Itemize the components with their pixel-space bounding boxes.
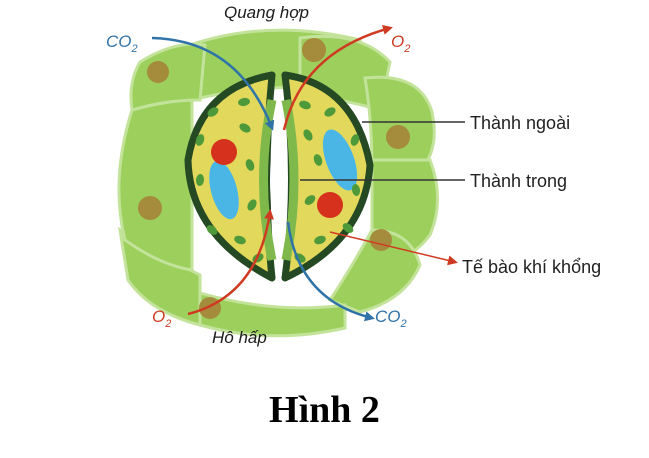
stomatal-pore	[270, 118, 286, 242]
o2-out-label: O2	[391, 32, 410, 55]
nucleus	[386, 125, 410, 149]
leader-guard-cell	[329, 231, 458, 266]
nucleus	[302, 38, 326, 62]
co2-out-label: CO2	[375, 307, 407, 330]
o2-in-arrow	[187, 209, 274, 316]
co2-in-arrow	[151, 36, 275, 131]
o2-in-label: O2	[152, 307, 171, 330]
nucleus	[370, 229, 392, 251]
photosynthesis-label: Quang hợp	[224, 3, 309, 22]
epidermal-cell-bottom-right	[327, 228, 422, 314]
nucleus	[147, 61, 169, 83]
outer-wall-label: Thành ngoài	[470, 113, 570, 133]
stomata-diagram: Quang hợp Hô hấp CO2 O2 O2 CO2 Thành ngo…	[106, 3, 601, 347]
o2-out-arrow	[282, 25, 393, 131]
epidermal-cell-left	[117, 98, 194, 272]
vacuole-left	[209, 160, 239, 220]
epidermal-cell-right-top	[363, 75, 436, 172]
guard-cell-left	[184, 71, 277, 282]
vacuole-right	[322, 129, 358, 191]
co2-out-arrow	[286, 221, 375, 322]
nucleus	[138, 196, 162, 220]
co2-in-label: CO2	[106, 32, 138, 55]
nucleus	[199, 297, 221, 319]
figure-caption: Hình 2	[269, 389, 380, 431]
nucleus-red-right	[317, 192, 343, 218]
epidermal-nuclei	[138, 38, 410, 319]
inner-wall-label: Thành trong	[470, 171, 567, 191]
guard-cell-label: Tế bào khí khổng	[462, 257, 601, 277]
nucleus-red-left	[211, 139, 237, 165]
epidermal-cell-bottom	[187, 287, 347, 338]
respiration-label: Hô hấp	[212, 328, 267, 347]
inner-wall-right	[281, 99, 299, 261]
epidermal-cell-top-left	[129, 42, 207, 112]
